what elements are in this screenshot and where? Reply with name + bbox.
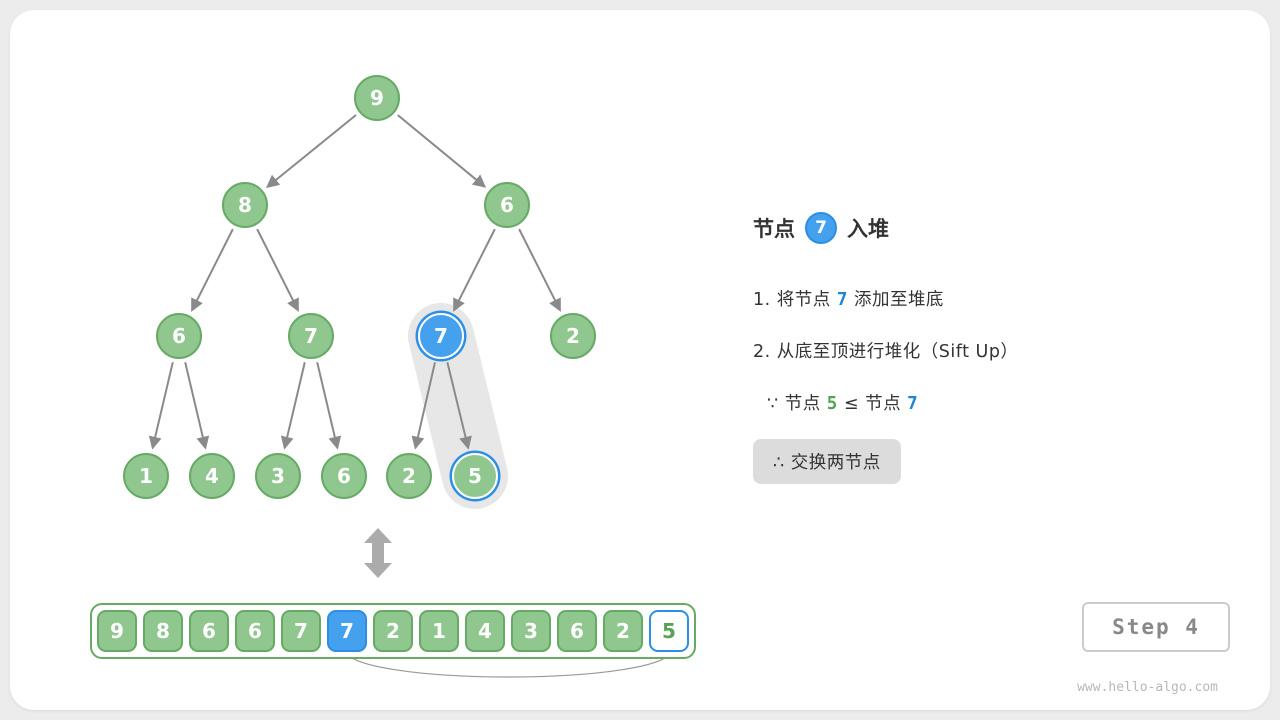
diagram-card xyxy=(10,10,1270,710)
array-cell-7: 7 xyxy=(327,610,367,652)
tree-node-6: 6 xyxy=(484,182,530,228)
panel-line-therefore: ∴ 交换两节点 xyxy=(753,439,901,484)
title-prefix: 节点 xyxy=(753,217,795,241)
text-segment: 添加至堆底 xyxy=(847,290,944,310)
array-cell-5: 5 xyxy=(649,610,689,652)
array-cell-1: 1 xyxy=(419,610,459,652)
text-segment: 2. 从底至顶进行堆化（Sift Up） xyxy=(753,342,1019,362)
panel-line-item: 1. 将节点 7 添加至堆底 xyxy=(753,286,1253,311)
tree-node-5: 5 xyxy=(452,453,498,499)
value-7: 7 xyxy=(836,290,848,310)
text-segment: 1. 将节点 xyxy=(753,290,837,310)
panel-line-because: ∵ 节点 5 ≤ 节点 7 xyxy=(767,390,1253,415)
tree-node-3: 3 xyxy=(255,453,301,499)
array-cell-9: 9 xyxy=(97,610,137,652)
value-7: 7 xyxy=(907,394,919,414)
text-segment: ∴ 交换两节点 xyxy=(773,453,881,473)
tree-node-1: 1 xyxy=(123,453,169,499)
node-7-badge: 7 xyxy=(805,212,837,244)
explanation-panel: 节点 7 入堆 1. 将节点 7 添加至堆底 2. 从底至顶进行堆化（Sift U… xyxy=(753,212,1253,511)
title-suffix: 入堆 xyxy=(847,217,889,241)
tree-node-6: 6 xyxy=(321,453,367,499)
tree-node-9: 9 xyxy=(354,75,400,121)
text-segment: ≤ 节点 xyxy=(837,394,908,414)
array-cell-2: 2 xyxy=(603,610,643,652)
value-5: 5 xyxy=(826,394,838,414)
tree-node-2: 2 xyxy=(386,453,432,499)
watermark: www.hello-algo.com xyxy=(1077,680,1218,695)
array-cell-3: 3 xyxy=(511,610,551,652)
panel-lines: 1. 将节点 7 添加至堆底 2. 从底至顶进行堆化（Sift Up） ∵ 节点 5… xyxy=(753,286,1253,484)
panel-title: 节点 7 入堆 xyxy=(753,212,1253,244)
array-cell-4: 4 xyxy=(465,610,505,652)
tree-node-7: 7 xyxy=(418,313,464,359)
array-cell-7: 7 xyxy=(281,610,321,652)
panel-line-item: 2. 从底至顶进行堆化（Sift Up） xyxy=(753,338,1253,363)
array-cell-8: 8 xyxy=(143,610,183,652)
step-badge: Step 4 xyxy=(1082,602,1230,652)
tree-node-8: 8 xyxy=(222,182,268,228)
array-cell-2: 2 xyxy=(373,610,413,652)
array-cell-6: 6 xyxy=(189,610,229,652)
tree-node-6: 6 xyxy=(156,313,202,359)
text-segment: ∵ 节点 xyxy=(767,394,827,414)
array-cell-6: 6 xyxy=(235,610,275,652)
tree-node-4: 4 xyxy=(189,453,235,499)
array-cell-6: 6 xyxy=(557,610,597,652)
tree-node-7: 7 xyxy=(288,313,334,359)
tree-node-2: 2 xyxy=(550,313,596,359)
